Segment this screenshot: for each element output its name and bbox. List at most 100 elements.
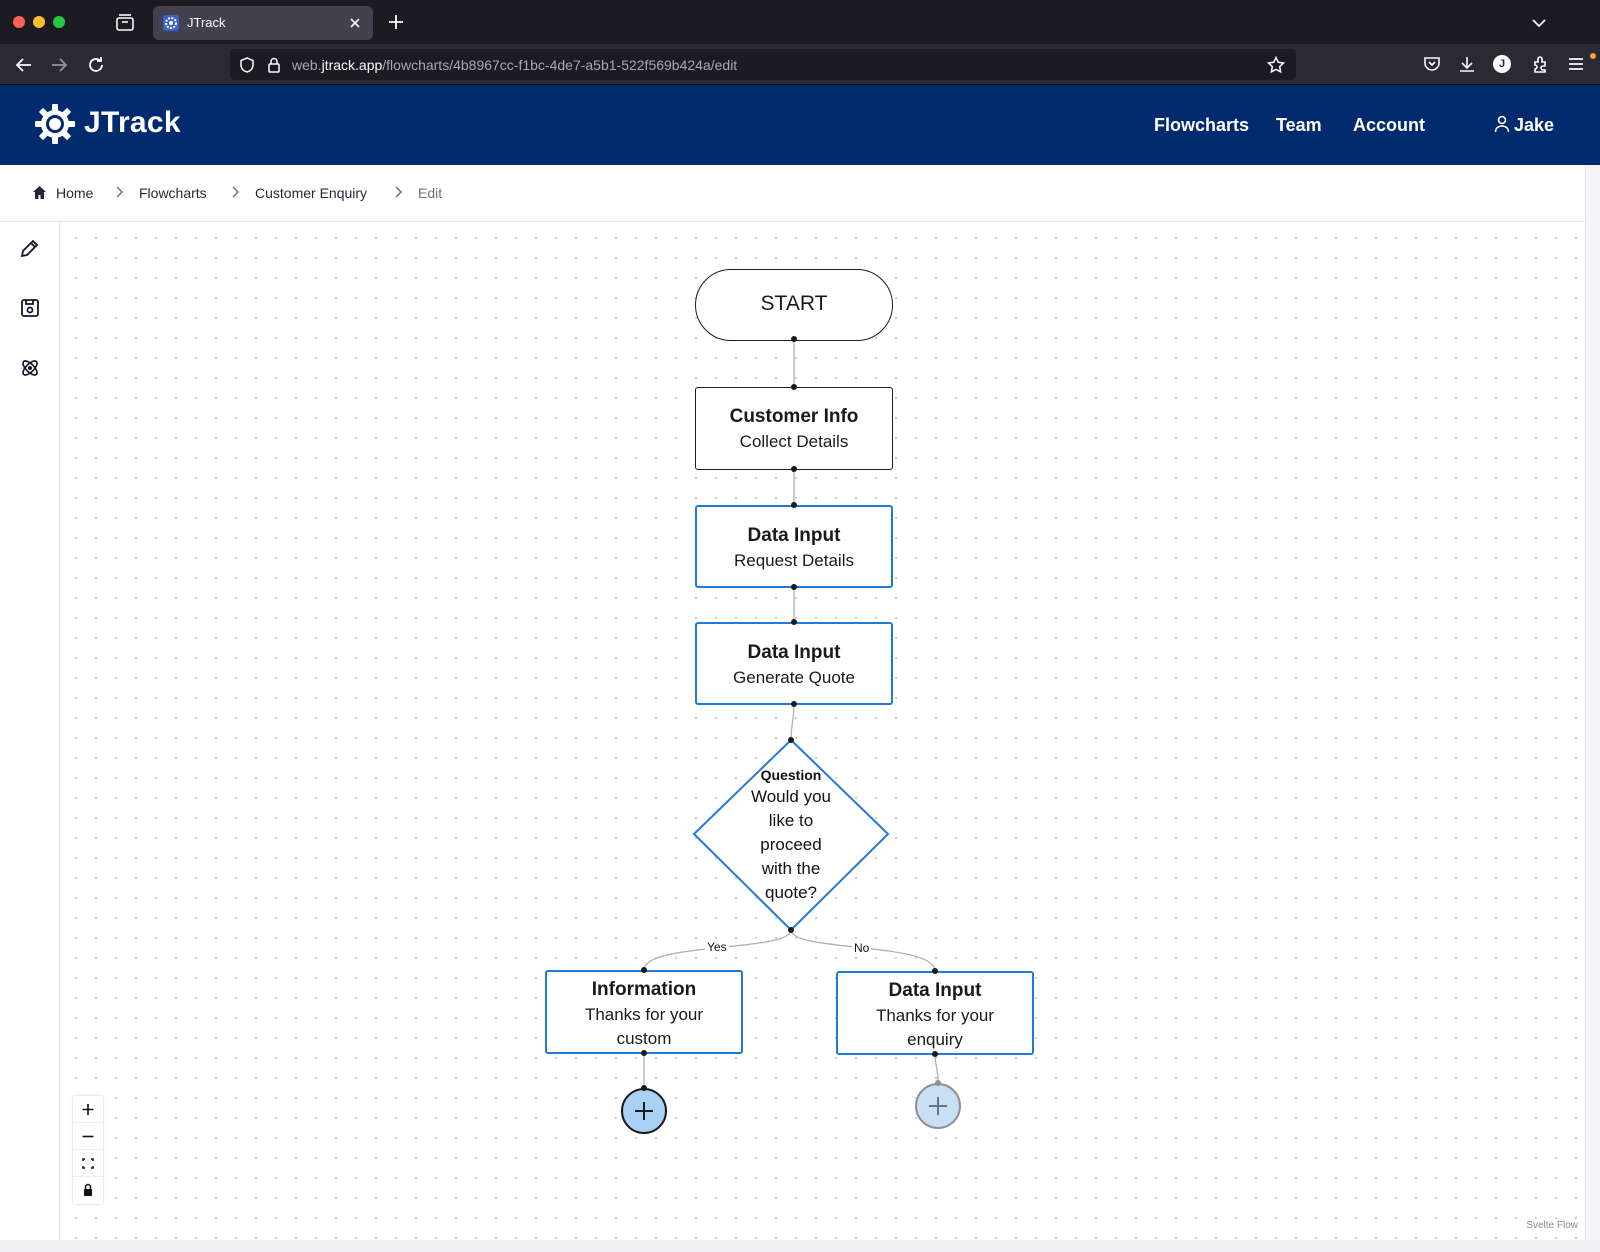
zoom-out-icon[interactable] — [73, 1123, 103, 1150]
edge-enquiry-add — [934, 1053, 939, 1083]
node-handle[interactable] — [791, 701, 797, 707]
logo-text[interactable]: JTrack — [84, 106, 181, 139]
flow-canvas[interactable]: START Customer Info Collect Details Data… — [60, 222, 1585, 1240]
plus-icon — [635, 1102, 653, 1120]
node-subtitle: Thanks for your custom — [584, 1005, 704, 1048]
pencil-icon[interactable] — [18, 236, 42, 260]
user-icon[interactable] — [1494, 115, 1510, 133]
reload-icon[interactable] — [84, 53, 108, 77]
node-handle[interactable] — [791, 619, 797, 625]
breadcrumb: Home Flowcharts Customer Enquiry Edit — [0, 165, 1585, 222]
node-handle[interactable] — [791, 384, 797, 390]
information-node[interactable]: Information Thanks for your custom — [545, 970, 743, 1054]
tab-title: JTrack — [187, 15, 226, 30]
node-handle[interactable] — [791, 502, 797, 508]
node-handle[interactable] — [935, 1080, 941, 1086]
forward-arrow-icon[interactable] — [47, 53, 71, 77]
node-handle[interactable] — [791, 584, 797, 590]
tracking-shield-icon[interactable] — [238, 56, 256, 74]
lock-icon[interactable] — [266, 56, 282, 74]
node-subtitle: Thanks for your enquiry — [875, 1006, 995, 1049]
question-line: like to — [768, 811, 814, 830]
app-menu-icon[interactable] — [1565, 53, 1587, 75]
lock-icon[interactable] — [73, 1177, 103, 1204]
tab-close-icon[interactable] — [345, 13, 365, 33]
bookmark-star-icon[interactable] — [1266, 55, 1286, 75]
breadcrumb-edit: Edit — [418, 185, 443, 201]
profile-avatar[interactable]: J — [1493, 55, 1511, 73]
update-badge — [1590, 53, 1596, 59]
node-subtitle: Collect Details — [739, 432, 849, 451]
pocket-icon[interactable] — [1421, 53, 1443, 75]
zoom-in-icon[interactable] — [73, 1096, 103, 1123]
enquiry-node[interactable]: Data Input Thanks for your enquiry — [836, 971, 1034, 1055]
node-handle[interactable] — [641, 967, 647, 973]
node-subtitle: Request Details — [733, 551, 854, 570]
flow-edges — [643, 339, 939, 1087]
node-handle[interactable] — [788, 737, 794, 743]
save-icon[interactable] — [18, 296, 42, 320]
plus-icon — [929, 1097, 947, 1115]
node-handle[interactable] — [788, 927, 794, 933]
request-details-node[interactable]: Data Input Request Details — [695, 505, 893, 588]
atom-icon[interactable] — [18, 356, 42, 380]
downloads-icon[interactable] — [1456, 53, 1478, 75]
nav-account[interactable]: Account — [1353, 115, 1425, 135]
browser-nav-bar: web.jtrack.app/flowcharts/4b8967cc-f1bc-… — [0, 44, 1600, 85]
start-node[interactable]: START — [695, 269, 893, 341]
nav-flowcharts[interactable]: Flowcharts — [1154, 115, 1250, 135]
tool-rail — [0, 222, 60, 1240]
node-title: Data Input — [747, 525, 841, 546]
svelte-flow-attribution[interactable]: Svelte Flow — [1523, 1219, 1581, 1232]
url-bar[interactable]: web.jtrack.app/flowcharts/4b8967cc-f1bc-… — [230, 49, 1296, 80]
window-bottom-edge — [0, 1240, 1600, 1252]
node-handle[interactable] — [791, 466, 797, 472]
nav-team[interactable]: Team — [1276, 115, 1322, 135]
node-title: Data Input — [747, 642, 841, 663]
node-handle[interactable] — [932, 1051, 938, 1057]
node-handle[interactable] — [641, 1085, 647, 1091]
start-label: START — [760, 292, 828, 315]
node-handle[interactable] — [791, 336, 797, 342]
question-line: with the — [761, 859, 821, 878]
window-close-button[interactable] — [13, 16, 25, 28]
url-text[interactable]: web.jtrack.app/flowcharts/4b8967cc-f1bc-… — [292, 57, 738, 73]
gear-logo-icon[interactable] — [34, 103, 76, 145]
node-subtitle: Generate Quote — [733, 668, 855, 687]
flow-controls — [73, 1096, 103, 1204]
breadcrumb-customer-enquiry[interactable]: Customer Enquiry — [255, 185, 368, 201]
edge-label-yes[interactable]: Yes — [705, 940, 729, 954]
browser-tab-active[interactable]: JTrack — [153, 6, 373, 40]
node-title: Information — [591, 979, 697, 1000]
app-header: JTrack Flowcharts Team Account Jake — [0, 85, 1600, 165]
node-handle[interactable] — [932, 968, 938, 974]
node-handle[interactable] — [641, 1050, 647, 1056]
breadcrumb-flowcharts[interactable]: Flowcharts — [139, 185, 207, 201]
add-node-button[interactable] — [621, 1088, 667, 1134]
tab-collections-icon[interactable] — [114, 12, 136, 34]
question-line: quote? — [765, 883, 817, 902]
question-node[interactable]: Question Would you like to proceed with … — [731, 767, 851, 905]
user-name[interactable]: Jake — [1514, 115, 1555, 135]
add-node-button[interactable] — [915, 1083, 961, 1129]
chevron-right-icon — [229, 185, 241, 199]
question-title: Question — [760, 767, 822, 783]
home-icon[interactable] — [32, 185, 47, 200]
node-title: Customer Info — [729, 406, 859, 427]
fit-view-icon[interactable] — [73, 1150, 103, 1177]
page-scrollbar[interactable] — [1585, 165, 1600, 1240]
breadcrumb-home[interactable]: Home — [56, 185, 94, 201]
chevron-right-icon — [392, 185, 404, 199]
window-minimize-button[interactable] — [33, 16, 45, 28]
generate-quote-node[interactable]: Data Input Generate Quote — [695, 622, 893, 705]
customer-info-node[interactable]: Customer Info Collect Details — [695, 387, 893, 470]
new-tab-icon[interactable] — [385, 11, 407, 33]
tab-list-chevron-icon[interactable] — [1528, 12, 1550, 34]
window-zoom-button[interactable] — [53, 16, 65, 28]
edge-label-no[interactable]: No — [852, 941, 872, 955]
edge-quote-question — [790, 703, 795, 741]
back-arrow-icon[interactable] — [12, 53, 36, 77]
jtrack-favicon-icon — [163, 15, 179, 31]
chevron-right-icon — [113, 185, 125, 199]
extensions-icon[interactable] — [1529, 53, 1551, 75]
